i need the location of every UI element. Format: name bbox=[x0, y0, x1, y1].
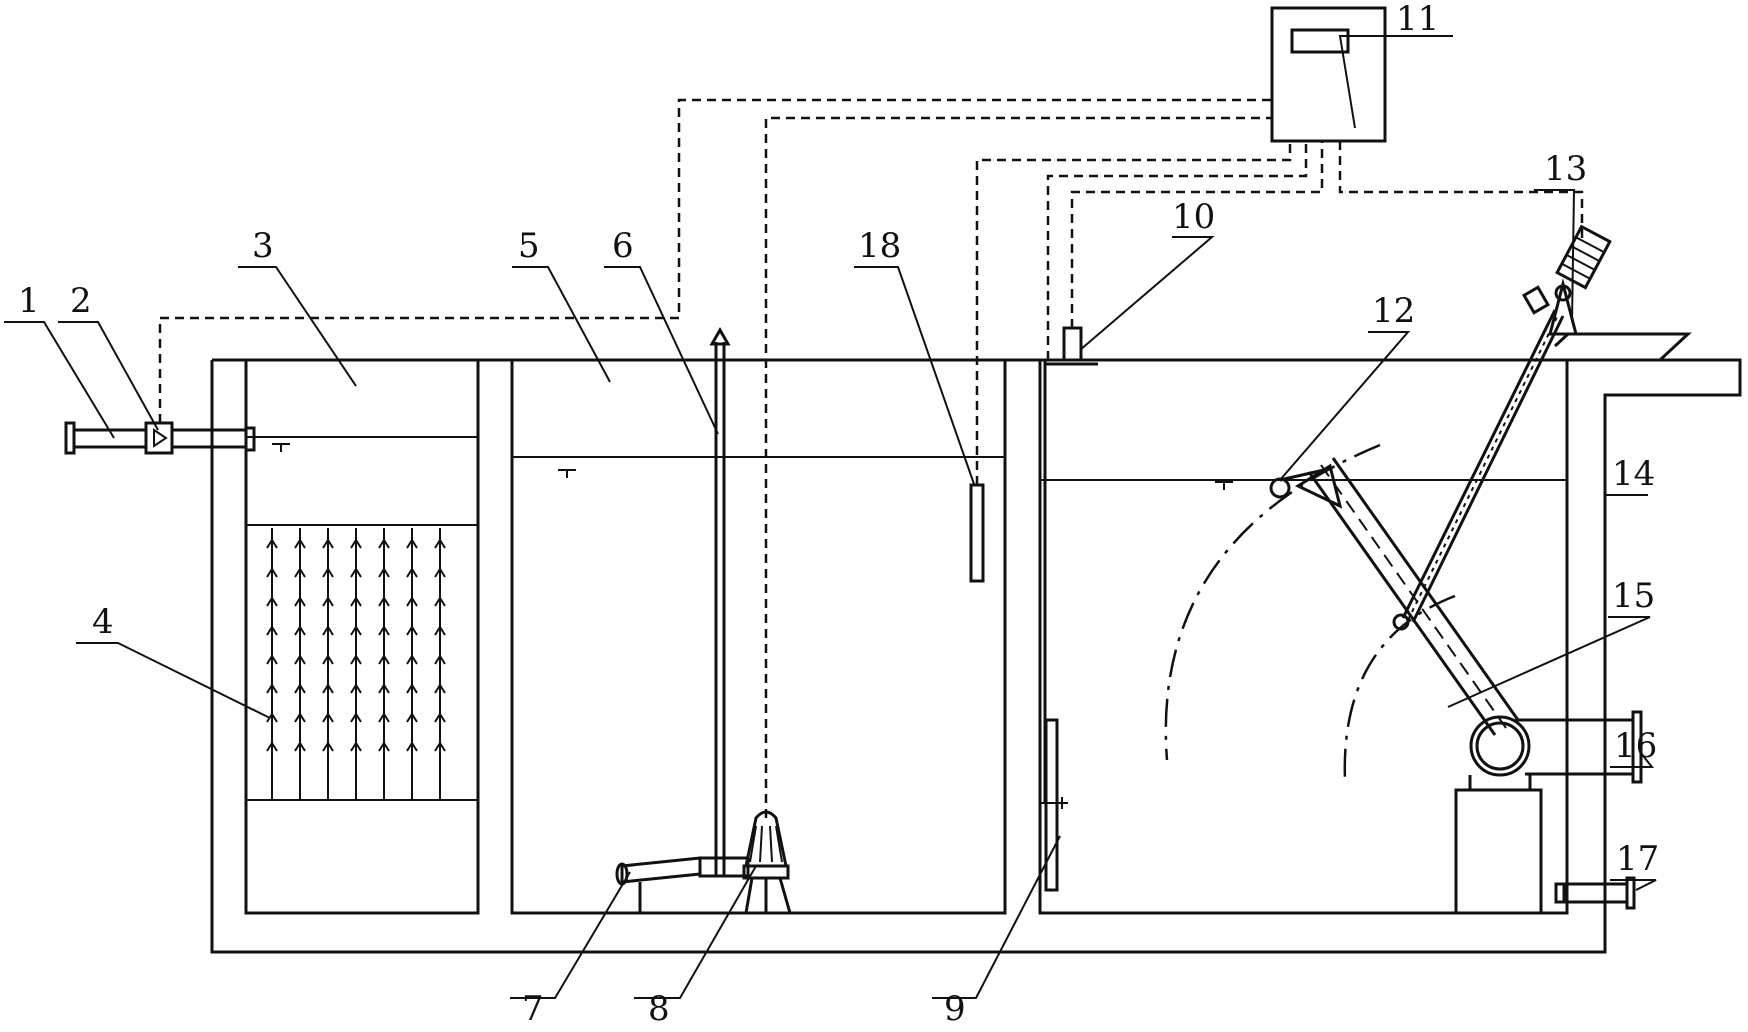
air-pipe bbox=[709, 326, 731, 875]
drain-pipe-17 bbox=[1554, 876, 1636, 910]
water-level-symbol bbox=[272, 443, 1233, 490]
compartment-5-wall bbox=[510, 360, 1007, 915]
slab-sensor bbox=[1045, 326, 1098, 366]
label-9: 9 bbox=[944, 989, 966, 1029]
inlet-valve bbox=[144, 421, 174, 455]
top-slab bbox=[1553, 332, 1692, 362]
aeration-media bbox=[266, 528, 446, 800]
control-box bbox=[1270, 6, 1387, 143]
control-wiring bbox=[158, 98, 1584, 818]
labels: 1 2 3 4 5 6 7 8 9 10 11 12 13 14 15 16 1… bbox=[18, 0, 1659, 1029]
decanter-arm bbox=[1269, 457, 1520, 736]
tank-structure bbox=[210, 332, 1742, 954]
submersible-pump bbox=[742, 810, 792, 914]
label-5: 5 bbox=[518, 226, 540, 266]
level-probe bbox=[969, 483, 985, 583]
label-4: 4 bbox=[92, 602, 114, 642]
label-14: 14 bbox=[1612, 454, 1655, 494]
label-17: 17 bbox=[1616, 839, 1659, 879]
label-11: 11 bbox=[1396, 0, 1439, 39]
decanter-base bbox=[1454, 715, 1543, 915]
label-15: 15 bbox=[1612, 576, 1655, 616]
label-6: 6 bbox=[612, 226, 634, 266]
inlet-pipe bbox=[64, 421, 256, 455]
decanter-head bbox=[1294, 463, 1343, 509]
label-18: 18 bbox=[858, 226, 901, 266]
control-display bbox=[1290, 28, 1350, 54]
label-8: 8 bbox=[648, 989, 670, 1029]
label-13: 13 bbox=[1544, 149, 1587, 189]
label-12: 12 bbox=[1372, 291, 1415, 331]
label-3: 3 bbox=[252, 226, 274, 266]
tank-outer-wall bbox=[210, 358, 1742, 954]
label-16: 16 bbox=[1614, 726, 1657, 766]
compartment-14-wall bbox=[1038, 360, 1569, 915]
label-7: 7 bbox=[522, 989, 544, 1029]
float-pivot bbox=[1269, 477, 1291, 499]
leader-lines bbox=[4, 35, 1657, 999]
outlet-pipe-16 bbox=[1515, 710, 1643, 784]
swing-arcs bbox=[1164, 443, 1456, 781]
label-2: 2 bbox=[70, 281, 92, 321]
label-1: 1 bbox=[18, 281, 40, 321]
actuator bbox=[1401, 224, 1612, 623]
label-10: 10 bbox=[1172, 197, 1215, 237]
compartment-3-wall bbox=[244, 360, 480, 915]
sensor-rod bbox=[1040, 360, 1068, 892]
jet-aerator bbox=[615, 856, 750, 913]
